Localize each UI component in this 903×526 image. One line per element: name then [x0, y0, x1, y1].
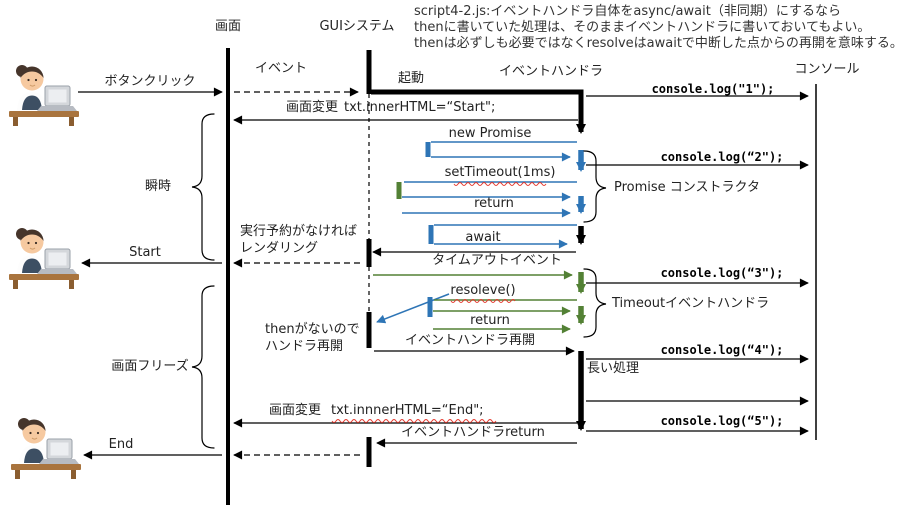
msg-console-log-1: console.log("1"); — [651, 82, 775, 96]
brace-freeze — [191, 285, 215, 449]
msg-handler-resume: イベントハンドラ再開 — [404, 333, 536, 348]
lifeline-screen-label: 画面 — [214, 19, 242, 34]
msg-await: await — [465, 230, 501, 245]
msg-timeout-event: タイムアウトイベント — [432, 253, 562, 268]
msg-return-1: return — [474, 196, 514, 211]
user-laptop-icon-1 — [8, 64, 80, 127]
squiggle-innnerhtml — [331, 419, 497, 423]
note-line-1: script4-2.js:イベントハンドラ自体をasync/await（非同期）… — [414, 4, 841, 19]
note-line-2: thenに書いていた処理は、そのままイベントハンドラに書いておいてもよい。 — [414, 20, 871, 35]
bracket-instant-label: 瞬時 — [144, 179, 172, 194]
msg-new-promise: new Promise — [448, 126, 532, 141]
msg-event: イベント — [254, 61, 308, 76]
spellcheck-squiggles — [331, 182, 547, 423]
msg-start: Start — [129, 245, 161, 260]
brace-shapes — [191, 113, 607, 449]
lifeline-handler-label: イベントハンドラ — [498, 64, 604, 79]
msg-return-2: return — [470, 313, 510, 328]
msg-console-log-2: console.log(“2"); — [660, 150, 784, 164]
msg-set-start: txt.innerHTML=“Start"; — [344, 100, 496, 115]
msg-console-log-4: console.log(“4"); — [660, 343, 784, 357]
note-then-1: thenがないので — [265, 322, 360, 337]
msg-button-click: ボタンクリック — [104, 74, 196, 89]
user-laptop-icon-2 — [8, 227, 80, 290]
msg-end: End — [108, 437, 134, 452]
brace-instant — [191, 113, 215, 261]
note-render-1: 実行予約がなければ — [240, 224, 358, 239]
note-then-2: ハンドラ再開 — [265, 339, 344, 354]
msg-launch: 起動 — [397, 71, 425, 86]
msg-screen-change-2: 画面変更 — [268, 403, 322, 418]
bracket-freeze-label: 画面フリーズ — [111, 359, 189, 374]
note-line-3: thenは必ずしも必要ではなくresolveはawaitで中断した点からの再開を… — [414, 36, 903, 51]
lifeline-gui-label: GUIシステム — [319, 19, 395, 34]
note-render-2: レンダリング — [240, 241, 319, 256]
lifeline-console-label: コンソール — [794, 62, 860, 77]
squiggle-settimeout — [453, 182, 547, 186]
brace-timeout-handler — [583, 268, 607, 338]
msg-long-process: 長い処理 — [587, 361, 640, 376]
msg-console-log-5: console.log(“5"); — [660, 414, 784, 428]
msg-resolve: resoleve() — [450, 283, 516, 298]
user-laptop-icon-3 — [10, 417, 82, 480]
msg-console-log-3: console.log(“3"); — [660, 266, 784, 280]
brace-promise-constructor — [583, 150, 607, 223]
msg-handler-return: イベントハンドラreturn — [401, 425, 545, 440]
message-arrows-black — [78, 87, 809, 460]
handler-execution-bars — [371, 89, 586, 431]
msg-set-end: txt.innnerHTML=“End"; — [331, 403, 484, 418]
msg-screen-change-1: 画面変更 — [285, 100, 339, 115]
actor-users — [8, 64, 82, 480]
message-arrows-blue — [376, 141, 577, 324]
bracket-timeout-label: Timeoutイベントハンドラ — [612, 296, 770, 311]
bracket-promise-label: Promise コンストラクタ — [614, 180, 761, 195]
squiggle-resolve — [450, 299, 516, 303]
msg-set-timeout: setTimeout(1ms) — [444, 165, 556, 180]
